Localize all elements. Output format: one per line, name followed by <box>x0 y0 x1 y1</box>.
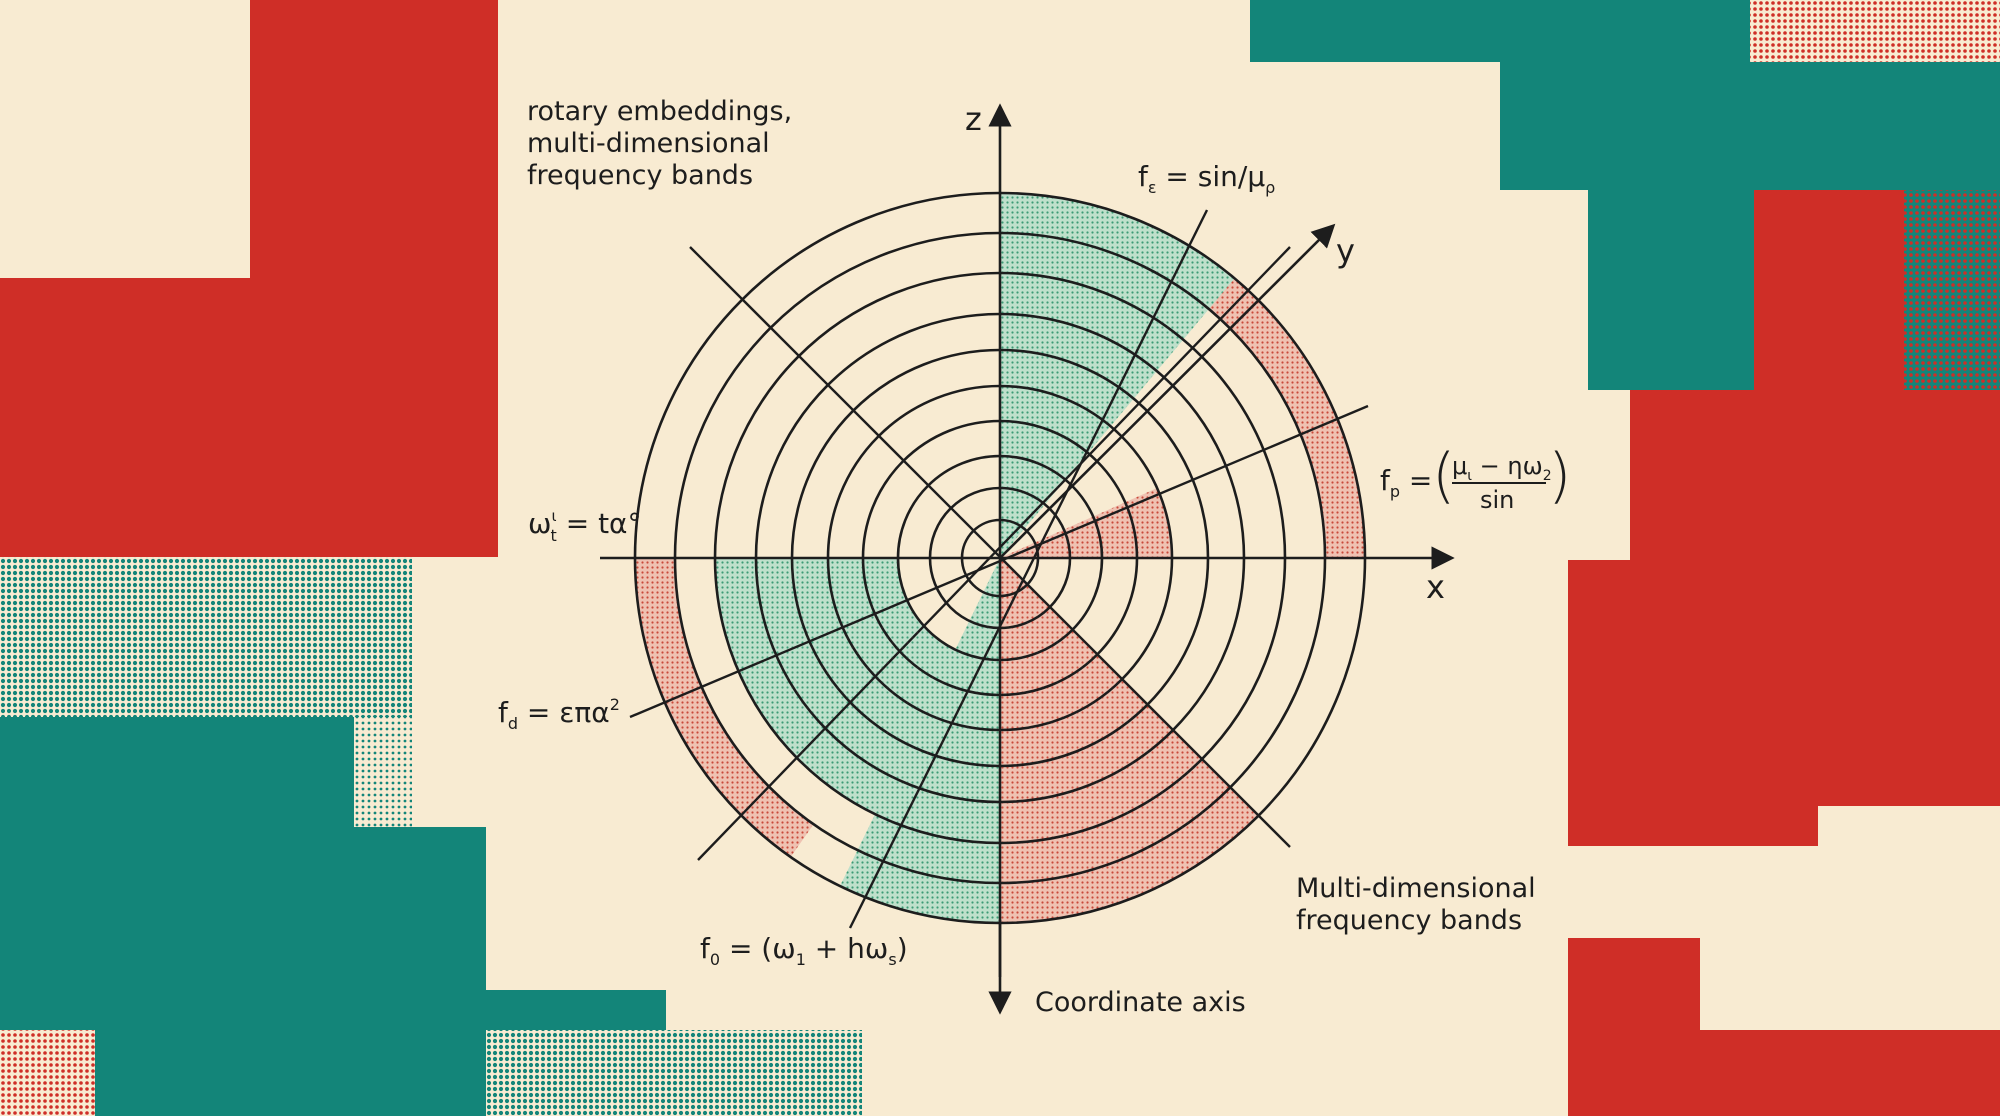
block-teal-left-2 <box>354 827 486 1116</box>
block-red-bottom-right-2 <box>1700 1030 2000 1116</box>
block-teal-right-2 <box>1588 190 1754 390</box>
svg-text:): ) <box>1548 441 1571 511</box>
block-red-right-3 <box>1568 560 1818 846</box>
svg-text:μι − ηω2: μι − ηω2 <box>1452 452 1552 484</box>
block-red-halftone-bottom-left <box>0 1030 95 1116</box>
radial-line-fe <box>848 209 1209 929</box>
z-axis-label: z <box>965 100 982 138</box>
red-band-outer-left <box>635 558 814 857</box>
red-sector-lower-right <box>1000 558 1259 923</box>
block-teal-right <box>1500 62 2000 190</box>
block-red-halftone-top-right <box>1750 0 2000 66</box>
svg-text:fp =: fp = <box>1380 464 1432 501</box>
block-teal-halftone-bottom <box>486 1030 862 1116</box>
svg-text:(: ( <box>1432 441 1455 511</box>
svg-text:sin: sin <box>1480 486 1514 514</box>
block-teal-top-right <box>1250 0 1750 62</box>
formula-f-0: f0 = (ω1 + hωs) <box>700 932 908 969</box>
block-red-bottom-right <box>1568 938 1700 1116</box>
formula-f-d: fd = επα2 <box>498 695 620 733</box>
green-sector-lower-left <box>839 558 1000 923</box>
caption-top: rotary embeddings, multi-dimensional fre… <box>527 96 793 191</box>
formula-f-p: fp = ( μι − ηω2 sin ) <box>1380 441 1571 514</box>
radial-line-nw-se <box>689 246 1291 848</box>
red-band-outer-right <box>1208 278 1365 558</box>
caption-bottom-right: Multi-dimensional frequency bands <box>1296 873 1536 936</box>
block-teal-light-halftone <box>354 717 412 827</box>
y-axis <box>999 223 1336 559</box>
block-red-teal-halftone <box>1904 190 2000 390</box>
y-axis-label: y <box>1336 232 1355 270</box>
formula-f-epsilon: fε = sin/μρ <box>1138 160 1275 197</box>
radial-line-ne-sw <box>697 246 1291 861</box>
polar-diagram: z y x Coordinate axis fε = sin/μρ fp = (… <box>498 100 1571 1018</box>
x-axis-label: x <box>1426 568 1445 606</box>
block-cream-left-top <box>0 0 250 278</box>
coordinate-axis-label: Coordinate axis <box>1035 987 1246 1018</box>
block-teal-halftone-left <box>0 557 412 717</box>
shaded-sectors <box>635 193 1365 923</box>
